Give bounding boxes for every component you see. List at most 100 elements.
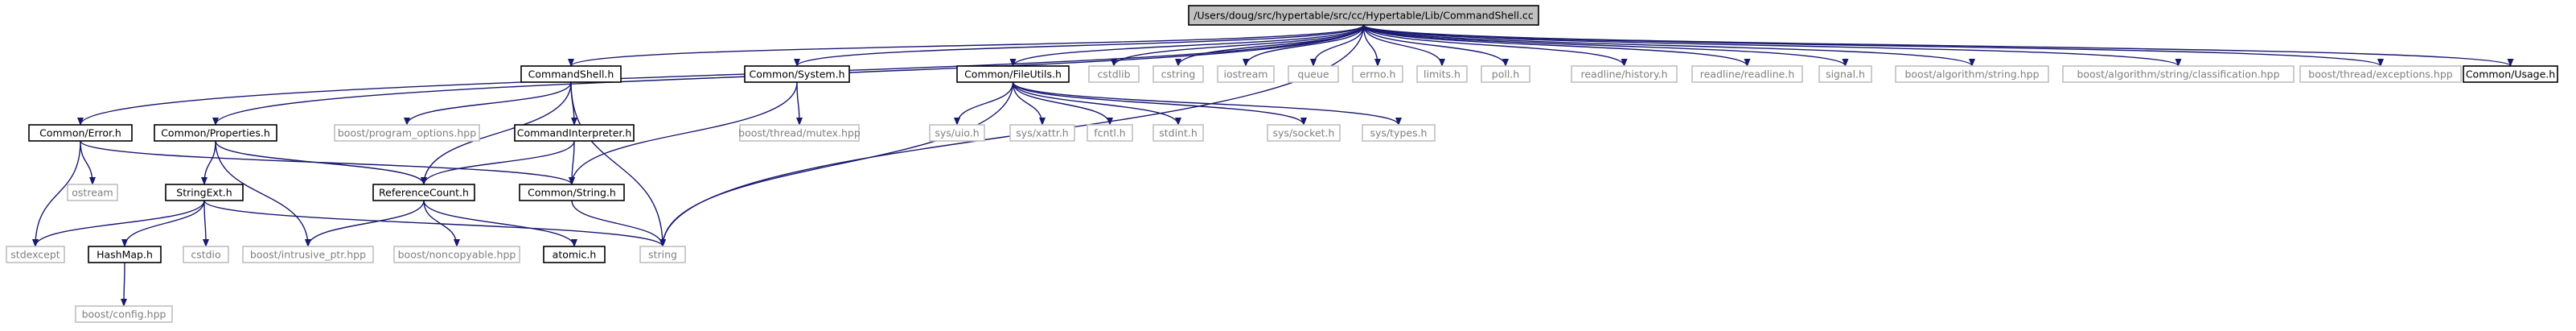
node-box (1481, 65, 1530, 83)
node-box (639, 246, 686, 263)
node-box (242, 246, 374, 263)
edge-root-to-readline_history_h (1362, 24, 1628, 67)
node-common-error-h[interactable]: Common/Error.h (28, 124, 133, 142)
node-common-fileutils-h[interactable]: Common/FileUtils.h (956, 65, 1070, 83)
node-atomic-h[interactable]: atomic.h (543, 246, 606, 263)
node-queue: queue (1288, 65, 1339, 83)
node-box (514, 124, 635, 142)
edge-common_fileutils_h-to-sys_uio_h (954, 81, 1014, 126)
node-cstdlib: cstdlib (1088, 65, 1140, 83)
node-commandinterpreter-h[interactable]: CommandInterpreter.h (514, 124, 635, 142)
edge-common_error_h-to-stdexcept (32, 140, 81, 247)
nodes: /Users/doug/src/hypertable/src/cc/Hypert… (6, 5, 2558, 323)
edge-root-to-common_usage_h (1362, 24, 2514, 67)
edge-common_properties_h-to-boost_intrusive_ptr (215, 140, 311, 247)
node-box (1152, 124, 1204, 142)
edge-referencecount_h-to-boost_noncopyable (423, 200, 460, 247)
node-box (1895, 65, 2049, 83)
node-box (1267, 124, 1341, 142)
node-boost-thread-mutex: boost/thread/mutex.hpp (738, 124, 861, 142)
node-box (183, 246, 229, 263)
edge-root-to-boost_algo_string (1362, 24, 1975, 67)
node-stringext-h[interactable]: StringExt.h (165, 184, 244, 201)
node-sys-xattr-h: sys/xattr.h (1009, 124, 1075, 142)
edge-root-to-readline_readline_h (1362, 24, 1751, 67)
node-readline-history-h: readline/history.h (1571, 65, 1678, 83)
node-box (543, 246, 606, 263)
node-label: sys/types.h (1370, 127, 1428, 139)
node-box (165, 184, 244, 201)
node-label: sys/uio.h (935, 127, 979, 139)
node-box (2463, 65, 2558, 83)
node-label: boost/intrusive_ptr.hpp (250, 249, 366, 261)
node-box (1009, 124, 1075, 142)
node-box (519, 184, 625, 201)
node-box (956, 65, 1070, 83)
node-box (372, 184, 475, 201)
edge-common_fileutils_h-to-string (659, 81, 1014, 247)
node-label: string (648, 249, 677, 261)
edge-root-to-signal_h (1362, 24, 1849, 67)
node-box (1152, 65, 1204, 83)
node-ostream: ostream (67, 184, 118, 201)
node-box (1352, 65, 1403, 83)
edge-commandinterpreter_h-to-common_string_h (569, 140, 576, 185)
edge-root-to-boost_algo_classif (1362, 24, 2182, 67)
edge-cmdshell_h-to-boost_program_options (404, 81, 572, 126)
edge-root-to-cmdshell_h (568, 24, 1365, 67)
edges (32, 24, 2514, 307)
node-label: readline/history.h (1580, 68, 1667, 81)
node-box (1818, 65, 1872, 83)
node-common-system-h[interactable]: Common/System.h (744, 65, 850, 83)
node-root[interactable]: /Users/doug/src/hypertable/src/cc/Hypert… (1188, 5, 1539, 26)
edge-referencecount_h-to-boost_intrusive_ptr (305, 200, 425, 247)
node-box (1188, 5, 1539, 26)
edge-common_fileutils_h-to-sys_types_h (1012, 81, 1402, 126)
node-boost-noncopyable: boost/noncopyable.hpp (393, 246, 520, 263)
node-label: readline/readline.h (1700, 68, 1795, 81)
node-box (929, 124, 985, 142)
node-label: errno.h (1360, 68, 1396, 81)
node-common-properties-h[interactable]: Common/Properties.h (154, 124, 277, 142)
node-label: Common/Error.h (39, 127, 121, 139)
node-box (1288, 65, 1339, 83)
node-box (739, 124, 860, 142)
node-referencecount-h[interactable]: ReferenceCount.h (372, 184, 475, 201)
node-errno-h: errno.h (1352, 65, 1403, 83)
node-sys-socket-h: sys/socket.h (1267, 124, 1341, 142)
edge-root-to-common_fileutils_h (1009, 24, 1365, 67)
edge-root-to-limits_h (1362, 24, 1445, 67)
node-box (2062, 65, 2295, 83)
node-box (2299, 65, 2462, 83)
edge-cmdshell_h-to-referencecount_h (421, 81, 572, 185)
node-label: signal.h (1826, 68, 1865, 81)
edge-root-to-common_error_h (77, 24, 1365, 126)
node-label: Common/Usage.h (2466, 68, 2555, 81)
edge-root-to-queue (1310, 24, 1365, 67)
node-sys-types-h: sys/types.h (1362, 124, 1436, 142)
node-label: ostream (72, 187, 113, 199)
edge-stringext_h-to-string (203, 200, 666, 247)
node-cmdshell-h[interactable]: CommandShell.h (520, 65, 622, 83)
node-box (744, 65, 850, 83)
node-label: poll.h (1492, 68, 1519, 81)
node-fcntl-h: fcntl.h (1087, 124, 1133, 142)
edge-common_error_h-to-common_string_h (80, 140, 575, 185)
node-common-string-h[interactable]: Common/String.h (519, 184, 625, 201)
node-string: string (639, 246, 686, 263)
edge-root-to-cstdlib (1111, 24, 1365, 67)
node-box (393, 246, 520, 263)
node-label: stdexcept (10, 249, 60, 261)
node-label: HashMap.h (97, 249, 153, 261)
node-label: cstdlib (1097, 68, 1130, 81)
node-label: StringExt.h (176, 187, 232, 199)
node-box (1416, 65, 1468, 83)
node-common-usage-h[interactable]: Common/Usage.h (2463, 65, 2558, 83)
node-box (88, 246, 162, 263)
edge-common_system_h-to-boost_thread_mutex (795, 81, 803, 126)
node-readline-readline-h: readline/readline.h (1691, 65, 1803, 83)
edge-root-to-common_system_h (794, 24, 1365, 67)
node-signal-h: signal.h (1818, 65, 1872, 83)
edge-common_fileutils_h-to-sys_socket_h (1012, 81, 1307, 126)
node-hashmap-h[interactable]: HashMap.h (88, 246, 162, 263)
